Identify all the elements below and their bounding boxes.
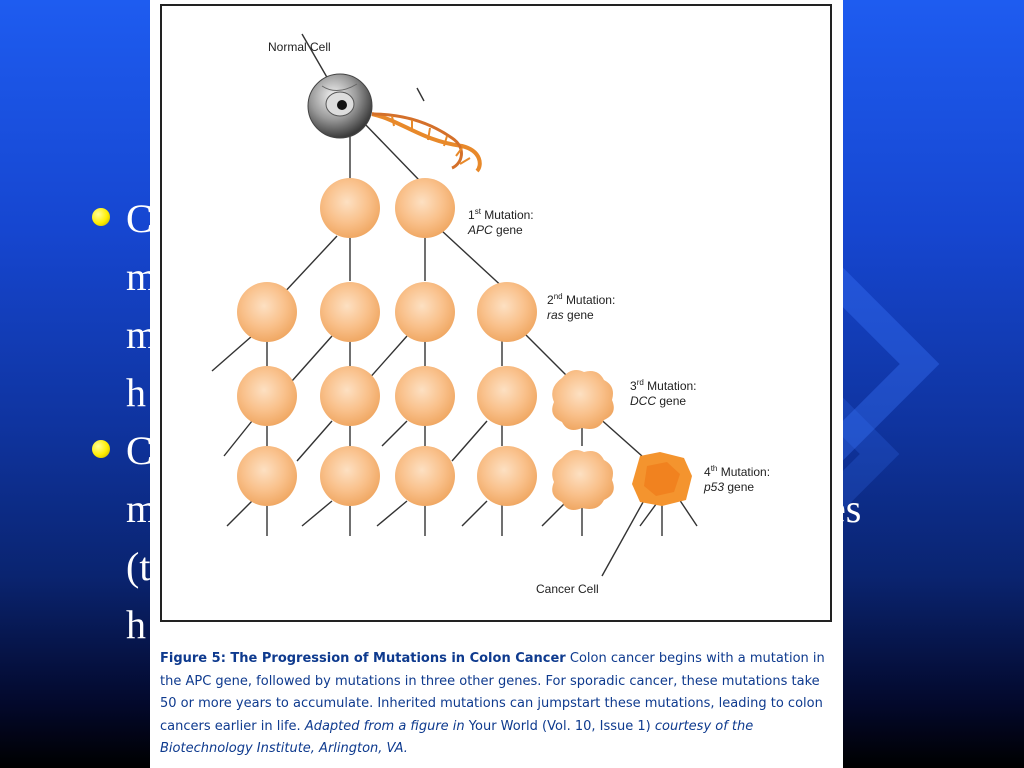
mutation-1-gene: APC (468, 223, 493, 237)
mutation-4-suffix: th (710, 464, 718, 473)
cancer-cell-icon (632, 452, 692, 506)
normal-cell-label: Normal Cell (268, 40, 331, 54)
normal-cell-icon (307, 73, 373, 139)
mutation-4-num: 4 (704, 465, 711, 479)
cell (237, 446, 297, 506)
caption-body: Colon cancer begins with a mutation in t… (160, 651, 825, 734)
cell (320, 446, 380, 506)
bullet-2-line-1: C (126, 428, 153, 473)
cell (477, 446, 537, 506)
cell (395, 366, 455, 426)
caption-source: Your World (Vol. 10, Issue 1) (468, 718, 651, 734)
cell (395, 178, 455, 238)
mutation-2-suffix: nd (553, 292, 563, 301)
cell (320, 178, 380, 238)
bullet-1-line-4: h (126, 370, 146, 415)
mutation-4-gene-word: gene (727, 480, 755, 494)
figure-frame: Normal Cell 1st Mutation: APC gene 2nd M… (160, 4, 832, 622)
mutation-1-gene-word: gene (496, 223, 523, 237)
cell (552, 450, 614, 510)
mutation-2-text: Mutation: (565, 293, 616, 307)
mutation-3-text: Mutation: (647, 379, 697, 393)
mutation-1-label: 1st Mutation: APC gene (468, 204, 534, 238)
bullet-2-dot (92, 440, 110, 458)
mutation-4-gene: p53 (704, 480, 725, 494)
cancer-cell-label: Cancer Cell (536, 582, 599, 596)
cell (552, 370, 614, 430)
mutation-3-label: 3rd Mutation: DCC gene (630, 375, 697, 409)
bullet-2-line-3: (t (126, 544, 151, 589)
mutation-2-num: 2 (547, 293, 554, 307)
mutation-3-num: 3 (630, 379, 637, 393)
bullet-1-line-1: C (126, 196, 153, 241)
cell (237, 366, 297, 426)
mutation-1-text: Mutation: (484, 208, 534, 222)
mutation-1-num: 1 (468, 208, 475, 222)
caption-courtesy: courtesy of the Biotechnology Institute,… (160, 718, 754, 757)
cell (320, 282, 380, 342)
cell (395, 446, 455, 506)
mutation-3-gene-word: gene (659, 394, 687, 408)
figure-caption: Figure 5: The Progression of Mutations i… (160, 648, 840, 761)
mutation-4-label: 4th Mutation: p53 gene (704, 461, 770, 495)
cell-grid (237, 178, 692, 510)
caption-adapted: Adapted from a figure in (304, 718, 465, 734)
mutation-3-suffix: rd (636, 378, 644, 387)
bullet-2-line-4: h (126, 602, 146, 647)
mutation-2-label: 2nd Mutation: ras gene (547, 289, 615, 323)
mutation-4-text: Mutation: (720, 465, 771, 479)
mutation-tree-diagram (211, 33, 698, 577)
cell (395, 282, 455, 342)
mutation-3-gene: DCC (630, 394, 656, 408)
bullet-1-dot (92, 208, 110, 226)
cell (237, 282, 297, 342)
cell (477, 282, 537, 342)
caption-title: Figure 5: The Progression of Mutations i… (160, 651, 566, 666)
dna-helix-icon (371, 112, 482, 173)
figure-panel: Normal Cell 1st Mutation: APC gene 2nd M… (150, 0, 843, 768)
cell (477, 366, 537, 426)
cell (320, 366, 380, 426)
mutation-2-gene: ras (547, 308, 564, 322)
mutation-2-gene-word: gene (567, 308, 594, 322)
mutation-1-suffix: st (474, 207, 481, 216)
